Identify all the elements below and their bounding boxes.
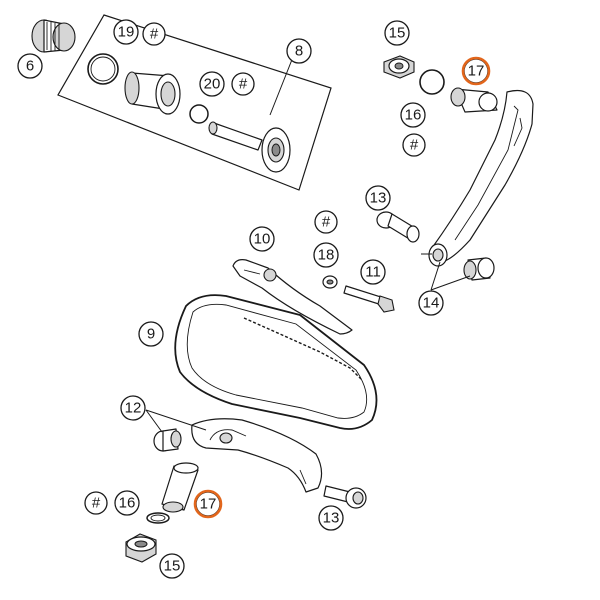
svg-text:#: # [150, 26, 159, 43]
callout-19: 19 [113, 19, 139, 45]
svg-text:15: 15 [389, 25, 406, 42]
svg-text:10: 10 [254, 231, 271, 248]
svg-text:13: 13 [370, 190, 387, 207]
callout-13-top: 13 [365, 185, 391, 211]
svg-text:20: 20 [204, 76, 221, 93]
callout-16-top-hash: # [402, 133, 426, 157]
callout-16-bottom-hash: # [84, 491, 108, 515]
svg-text:12: 12 [125, 400, 142, 417]
svg-text:#: # [410, 137, 419, 154]
svg-text:#: # [239, 76, 248, 93]
svg-text:19: 19 [118, 24, 135, 41]
svg-text:9: 9 [147, 326, 155, 343]
leader-lines [145, 51, 471, 433]
svg-text:18: 18 [318, 247, 335, 264]
callout-16-bottom: 16 [114, 490, 140, 516]
callout-14: 14 [418, 290, 444, 316]
callout-6: 6 [17, 53, 43, 79]
callout-17-top: 17 [461, 56, 491, 86]
svg-text:17: 17 [468, 63, 485, 80]
callout-19-hash: # [142, 22, 166, 46]
part-screw-plug-top [383, 55, 415, 79]
part-timing-chain [174, 294, 378, 430]
svg-text:15: 15 [164, 558, 181, 575]
svg-text:14: 14 [423, 295, 440, 312]
svg-text:17: 17 [200, 496, 217, 513]
part-kit-box [57, 14, 332, 191]
part-needle-bearing [31, 19, 76, 53]
callout-12: 12 [120, 395, 146, 421]
callout-8: 8 [286, 38, 312, 64]
part-bushing-12 [153, 428, 182, 452]
svg-text:11: 11 [365, 264, 381, 281]
part-tensioner-rail [191, 418, 323, 493]
callout-10: 10 [249, 226, 275, 252]
svg-text:16: 16 [119, 495, 136, 512]
part-bolt-upper [376, 211, 420, 243]
part-bolt-11 [343, 285, 395, 313]
part-bolt-lower [323, 485, 367, 509]
callout-18-hash: # [314, 210, 338, 234]
callout-18: 18 [313, 242, 339, 268]
svg-text:8: 8 [295, 43, 303, 60]
svg-text:#: # [92, 495, 101, 512]
callout-9: 9 [138, 321, 164, 347]
callout-13-bottom: 13 [318, 505, 344, 531]
callout-16-top: 16 [400, 102, 426, 128]
callout-20: 20 [199, 71, 225, 97]
part-washer-18 [322, 275, 338, 289]
callout-20-hash: # [231, 72, 255, 96]
part-tensioner-pin-top [450, 87, 498, 113]
callout-17-bottom: 17 [193, 489, 223, 519]
svg-text:16: 16 [405, 107, 422, 124]
svg-text:6: 6 [26, 58, 34, 75]
part-upper-guide-rail [431, 89, 534, 263]
part-bushing-pair [428, 243, 495, 281]
callout-11: 11 [360, 259, 386, 285]
part-tensioner-pin-bottom [161, 462, 199, 513]
part-screw-plug-bottom [125, 533, 157, 563]
part-chain-guide [232, 259, 353, 335]
svg-text:13: 13 [323, 510, 340, 527]
part-seal-ring-top [419, 69, 445, 95]
callout-15-bottom: 15 [159, 553, 185, 579]
svg-text:#: # [322, 214, 331, 231]
part-washer-bottom [146, 512, 170, 524]
callout-15-top: 15 [384, 20, 410, 46]
